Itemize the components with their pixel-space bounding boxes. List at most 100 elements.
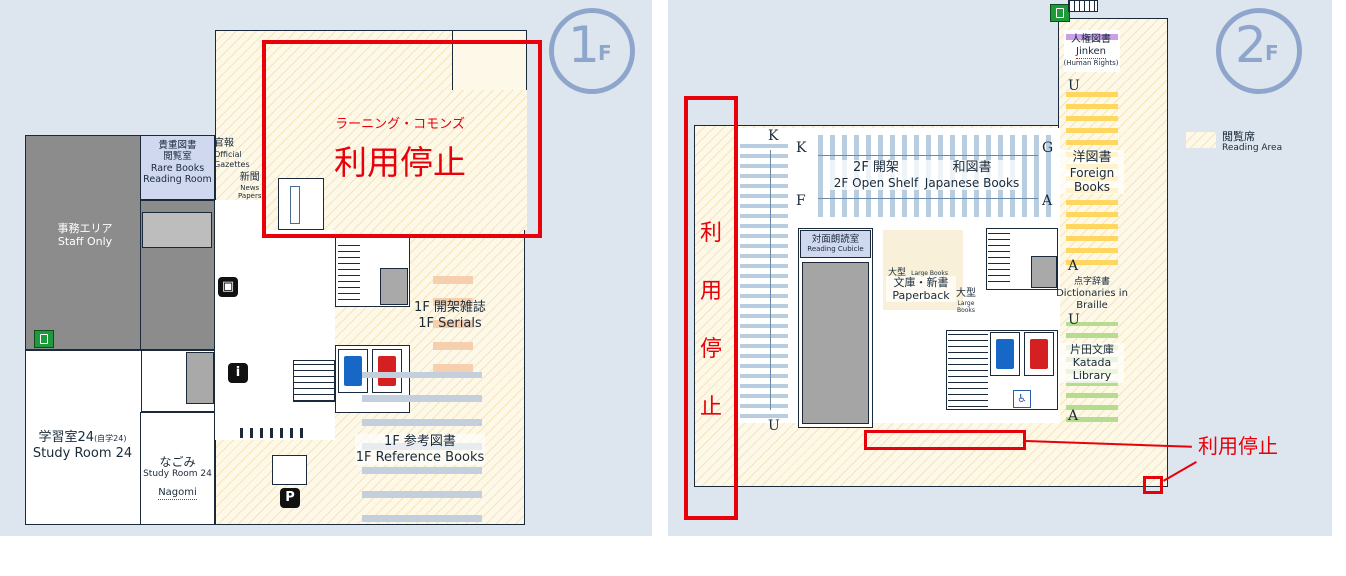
reading-cubicle-label: 対面朗読室 Reading Cubicle bbox=[800, 234, 871, 254]
stairs-2f-right bbox=[988, 232, 1010, 282]
shelf-letter-g: G bbox=[1042, 140, 1054, 156]
suspended-char-4: 止 bbox=[699, 395, 722, 420]
katada-label: 片田文庫 Katada Library bbox=[1060, 343, 1124, 383]
braille-label: 点字辞書 Dictionaries in Braille bbox=[1052, 277, 1132, 312]
legend-label: 閲覧席 Reading Area bbox=[1222, 130, 1282, 154]
exit-sign-2f-icon bbox=[1050, 4, 1070, 22]
jinken-jp: 人権図書 bbox=[1071, 34, 1111, 45]
study-room-24-label: 学習室24(自学24) Study Room 24 bbox=[30, 430, 135, 461]
study-room-24 bbox=[25, 350, 142, 525]
floor-1-map: 事務エリア Staff Only 貴重図書 閲覧室 Rare Books Rea… bbox=[0, 0, 652, 536]
nagomi-label: なごみ Study Room 24 Nagomi bbox=[142, 455, 213, 501]
floor-1-badge: 1 F bbox=[549, 8, 635, 94]
jinken-label: 人権図書 Jinken (Human Rights) bbox=[1056, 34, 1126, 67]
nagomi-room-en: Study Room 24 bbox=[143, 469, 212, 480]
open-shelf-label: 2F 開架 2F Open Shelf bbox=[828, 160, 924, 190]
staff-area-label: 事務エリア Staff Only bbox=[35, 222, 135, 248]
japanese-books-en: Japanese Books bbox=[924, 175, 1020, 190]
large-books-label: 大型 Large Books bbox=[888, 260, 948, 279]
locker-icon: ▣ bbox=[218, 277, 238, 297]
paperback-label: 文庫・新書 Paperback bbox=[886, 276, 956, 303]
shelf-arrow-vertical bbox=[770, 150, 771, 410]
accessible-restroom-icon: ♿ bbox=[1013, 390, 1031, 408]
nagomi-room bbox=[140, 412, 215, 525]
open-shelf-jp: 2F 開架 bbox=[853, 160, 899, 175]
foreign-books-label: 洋図書 Foreign Books bbox=[1060, 150, 1124, 195]
stair-box-left bbox=[142, 212, 212, 248]
south-desk-suspended-box bbox=[864, 430, 1026, 450]
suspended-char-1: 利 bbox=[699, 221, 722, 246]
entrance-gates bbox=[240, 428, 305, 438]
counter-block bbox=[278, 178, 324, 230]
entrance-vestibule bbox=[272, 455, 307, 485]
suspended-char-2: 用 bbox=[699, 279, 722, 304]
jinken-shelf-stripe bbox=[1066, 34, 1118, 40]
floor-2-badge-number: 2 bbox=[1235, 16, 1267, 74]
shelf-letter-a3: A bbox=[1068, 408, 1079, 424]
shelf-letter-a2: A bbox=[1068, 258, 1079, 274]
japanese-books-label: 和図書 Japanese Books bbox=[922, 160, 1022, 190]
gazettes-jp: 官報 bbox=[214, 138, 234, 149]
suspended-label-2f: 利用停止 bbox=[1198, 434, 1278, 458]
legend-jp: 閲覧席 bbox=[1222, 130, 1255, 143]
floor-2-badge: 2 F bbox=[1216, 8, 1302, 94]
paperback-jp: 文庫・新書 bbox=[893, 276, 949, 289]
serials-shelves bbox=[433, 262, 473, 372]
katada-en: Katada Library bbox=[1072, 356, 1112, 383]
stairs-right bbox=[338, 240, 360, 300]
mens-restroom-2f bbox=[990, 332, 1020, 376]
counter-slot bbox=[290, 186, 300, 224]
foreign-books-en: Foreign Books bbox=[1069, 165, 1115, 194]
shelf-letter-k2: K bbox=[796, 140, 807, 156]
floor-1-badge-number: 1 bbox=[568, 16, 600, 74]
shelf-arrow-top bbox=[818, 155, 1038, 156]
large-books-2-jp: 大型 bbox=[956, 288, 976, 299]
elevator-car-2f bbox=[1031, 256, 1057, 288]
west-suspended-vertical-text: 利 用 停 止 bbox=[684, 205, 738, 437]
k-u-shelf-column bbox=[740, 138, 788, 418]
corner-suspended-box bbox=[1143, 476, 1163, 494]
serials-jp: 1F 開架雑誌 bbox=[414, 300, 486, 315]
reference-en: 1F Reference Books bbox=[355, 449, 485, 465]
study-room-24-note: (自学24) bbox=[94, 434, 127, 443]
katada-jp: 片田文庫 bbox=[1070, 343, 1114, 356]
reading-cubicle-jp: 対面朗読室 bbox=[811, 234, 860, 245]
gazettes-en: Official Gazettes bbox=[214, 150, 250, 169]
newspapers-en: News Papers bbox=[238, 184, 262, 201]
reference-label: 1F 参考図書 1F Reference Books bbox=[355, 434, 485, 466]
top-stairs bbox=[1068, 0, 1098, 12]
braille-en: Dictionaries in Braille bbox=[1056, 287, 1128, 311]
jinken-note: (Human Rights) bbox=[1063, 59, 1119, 67]
large-books-2-label: 大型 Large Books bbox=[956, 288, 976, 314]
study-room-24-jp: 学習室24(自学24) bbox=[38, 430, 127, 445]
west-shelf-suspended-box bbox=[684, 96, 738, 520]
serials-label: 1F 開架雑誌 1F Serials bbox=[410, 300, 490, 331]
mens-restroom-1f bbox=[338, 349, 368, 393]
reference-jp: 1F 参考図書 bbox=[384, 434, 456, 449]
learning-commons-suspended: 利用停止 bbox=[334, 143, 466, 182]
rare-books-label: 貴重図書 閲覧室 Rare Books Reading Room bbox=[142, 140, 213, 186]
nagomi-en: Nagomi bbox=[158, 487, 197, 501]
info-icon: i bbox=[228, 363, 248, 383]
staff-area-jp: 事務エリア bbox=[57, 222, 113, 235]
paperback-en: Paperback bbox=[892, 289, 950, 303]
japanese-books-jp: 和図書 bbox=[952, 160, 992, 175]
legend-swatch bbox=[1186, 132, 1216, 148]
rare-books-en: Rare Books Reading Room bbox=[143, 162, 212, 186]
floor-2-map: 2F 開架 2F Open Shelf 和図書 Japanese Books K… bbox=[668, 0, 1332, 536]
open-shelf-en: 2F Open Shelf bbox=[833, 175, 919, 190]
suspended-char-3: 停 bbox=[699, 337, 722, 362]
study-room-24-en: Study Room 24 bbox=[32, 445, 133, 461]
floor-1-badge-unit: F bbox=[598, 41, 612, 65]
large-books-jp: 大型 bbox=[888, 268, 907, 278]
rare-books-jp: 貴重図書 閲覧室 bbox=[158, 140, 197, 163]
reading-cubicle bbox=[800, 230, 871, 258]
exit-sign-icon bbox=[34, 330, 54, 348]
serials-en: 1F Serials bbox=[418, 315, 482, 331]
gazettes-label: 官報 Official Gazettes bbox=[214, 138, 250, 169]
stairs-2f-lower bbox=[948, 332, 988, 407]
parking-icon: P bbox=[280, 488, 300, 508]
large-books-2-en: Large Books bbox=[956, 300, 976, 315]
rare-books-room bbox=[140, 135, 215, 200]
suspended-leader-line-2 bbox=[1163, 461, 1197, 482]
